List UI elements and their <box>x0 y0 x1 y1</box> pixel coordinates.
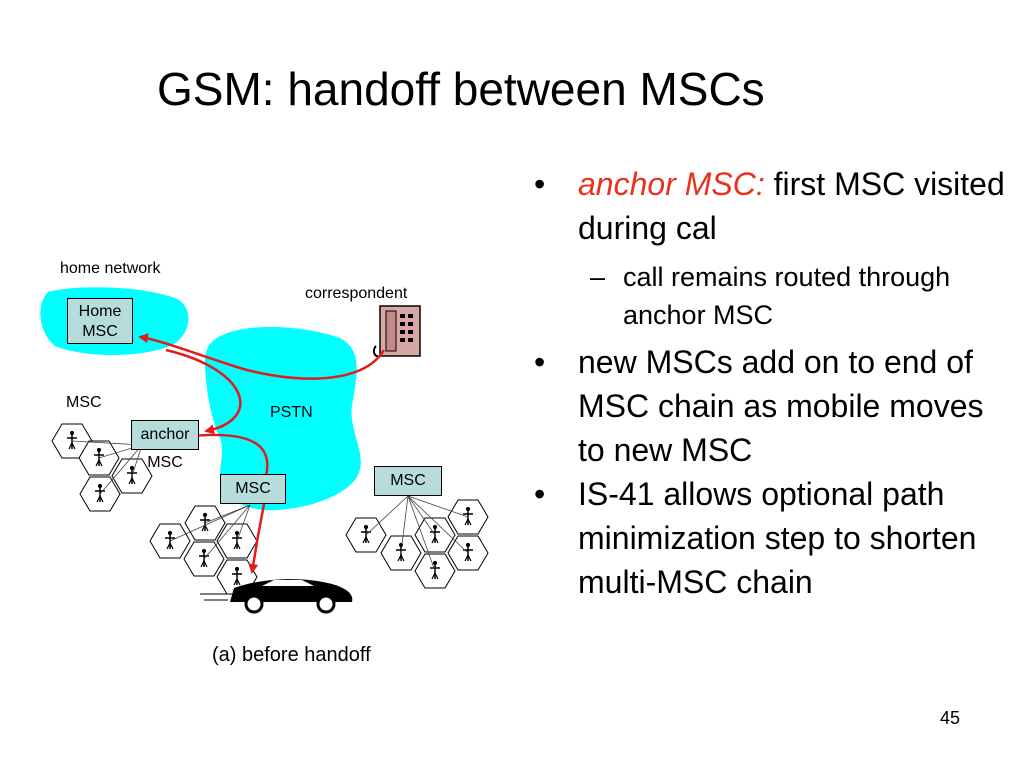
bullet-list: • anchor MSC: first MSC visited during c… <box>530 162 1010 604</box>
call-path <box>138 333 386 574</box>
bullet-new-mscs: • new MSCs add on to end of MSC chain as… <box>530 340 1010 472</box>
bullet-is41-text: IS-41 allows optional path minimization … <box>578 476 977 600</box>
home-network-label: home network <box>60 260 161 277</box>
diagram-canvas <box>40 287 489 614</box>
anchor-msc-node: anchor MSC <box>131 420 199 471</box>
pstn-cloud <box>204 327 361 511</box>
slide-title: GSM: handoff between MSCs <box>157 63 765 115</box>
bullet-anchor-msc: • anchor MSC: first MSC visited during c… <box>530 162 1010 250</box>
bullet-new-mscs-text: new MSCs add on to end of MSC chain as m… <box>578 344 984 468</box>
anchor-msc-definition: first MSC visited during cal <box>578 166 1005 246</box>
sub-bullet-dash: – <box>590 262 606 292</box>
page-number: 45 <box>940 708 961 728</box>
anchor-msc-label: MSC <box>66 394 102 411</box>
bullet-dot: • <box>534 344 546 380</box>
correspondent-label: correspondent <box>305 285 408 302</box>
sub-bullet-routed: – call remains routed through anchor MSC <box>530 258 1010 334</box>
home-msc-label-line1: Home <box>78 303 122 320</box>
handoff-diagram: home network Home MSC correspondent MSC … <box>0 240 520 700</box>
diagram-caption: (a) before handoff <box>212 644 371 666</box>
car-icon <box>200 579 353 614</box>
pstn-label: PSTN <box>270 404 313 421</box>
telephone-icon <box>372 305 421 358</box>
bullet-is41: • IS-41 allows optional path minimizatio… <box>530 472 1010 604</box>
home-msc-label-line2: MSC <box>82 323 118 340</box>
anchor-msc-term: anchor MSC: <box>578 166 765 202</box>
msc-node-right: MSC <box>374 466 442 496</box>
middle-cell-cluster <box>149 504 258 595</box>
bullet-dot: • <box>534 476 546 512</box>
right-cell-cluster <box>345 495 489 589</box>
home-msc-node: Home MSC <box>67 298 133 344</box>
msc-node-middle: MSC <box>220 474 286 504</box>
sub-bullet-text: call remains routed through anchor MSC <box>623 262 951 330</box>
bullet-dot: • <box>534 166 546 202</box>
anchor-cell-cluster <box>51 423 153 512</box>
